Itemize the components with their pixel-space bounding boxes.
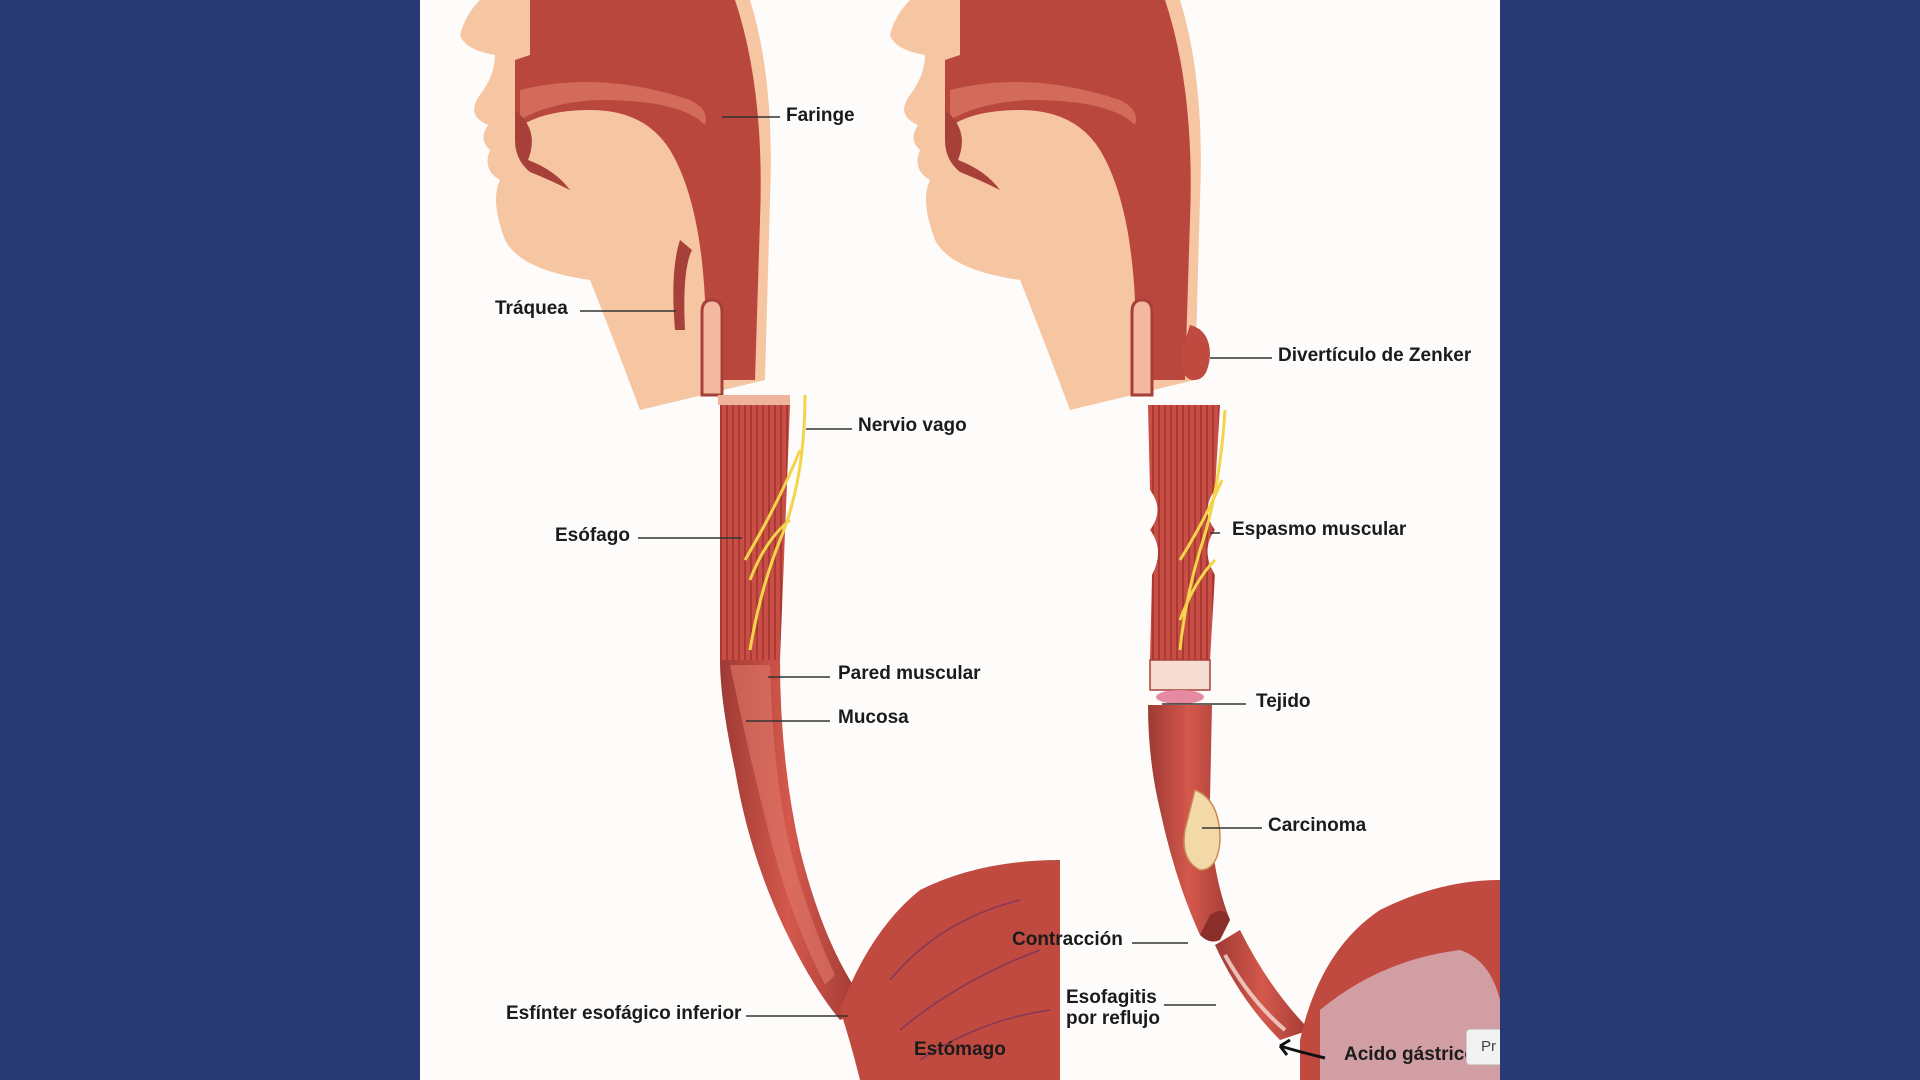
right-vagus-nerve [1178,409,1227,651]
zenker-diverticulum [1181,325,1210,381]
label-contraccion: Contracción [1012,929,1123,950]
label-esofagitis-line2: por reflujo [1066,1007,1160,1029]
label-carcinoma: Carcinoma [1268,815,1367,836]
right-esophagus [1148,405,1310,1040]
left-stomach [840,860,1060,1080]
right-head [890,0,1201,410]
label-esofagitis: Esofagitis por reflujo [1066,987,1160,1030]
esophagus-illustration [460,0,1500,1080]
label-estomago: Estómago [914,1039,1006,1060]
label-mucosa: Mucosa [838,707,909,728]
label-traquea: Tráquea [495,298,568,319]
label-faringe: Faringe [786,105,855,126]
left-esophagus [718,395,858,1020]
label-tejido: Tejido [1256,691,1311,712]
acid-arrow-icon [1278,1038,1326,1060]
label-esofago: Esófago [555,525,630,546]
left-head [460,0,771,410]
leader-lines [580,116,1272,1017]
corner-chip[interactable]: Pr [1466,1029,1500,1065]
carcinoma-mass [1183,788,1221,871]
label-esfinter: Esfínter esofágico inferior [506,1003,742,1024]
label-nervio-vago: Nervio vago [858,415,967,436]
label-esofagitis-line1: Esofagitis [1066,987,1157,1008]
label-espasmo: Espasmo muscular [1232,519,1407,540]
diagram-panel: Faringe Tráquea Nervio vago Esófago Pare… [420,0,1500,1080]
label-acido: Acido gástrico [1344,1044,1476,1065]
label-zenker: Divertículo de Zenker [1278,345,1472,366]
left-vagus-nerve [743,394,807,651]
label-pared-muscular: Pared muscular [838,663,981,684]
